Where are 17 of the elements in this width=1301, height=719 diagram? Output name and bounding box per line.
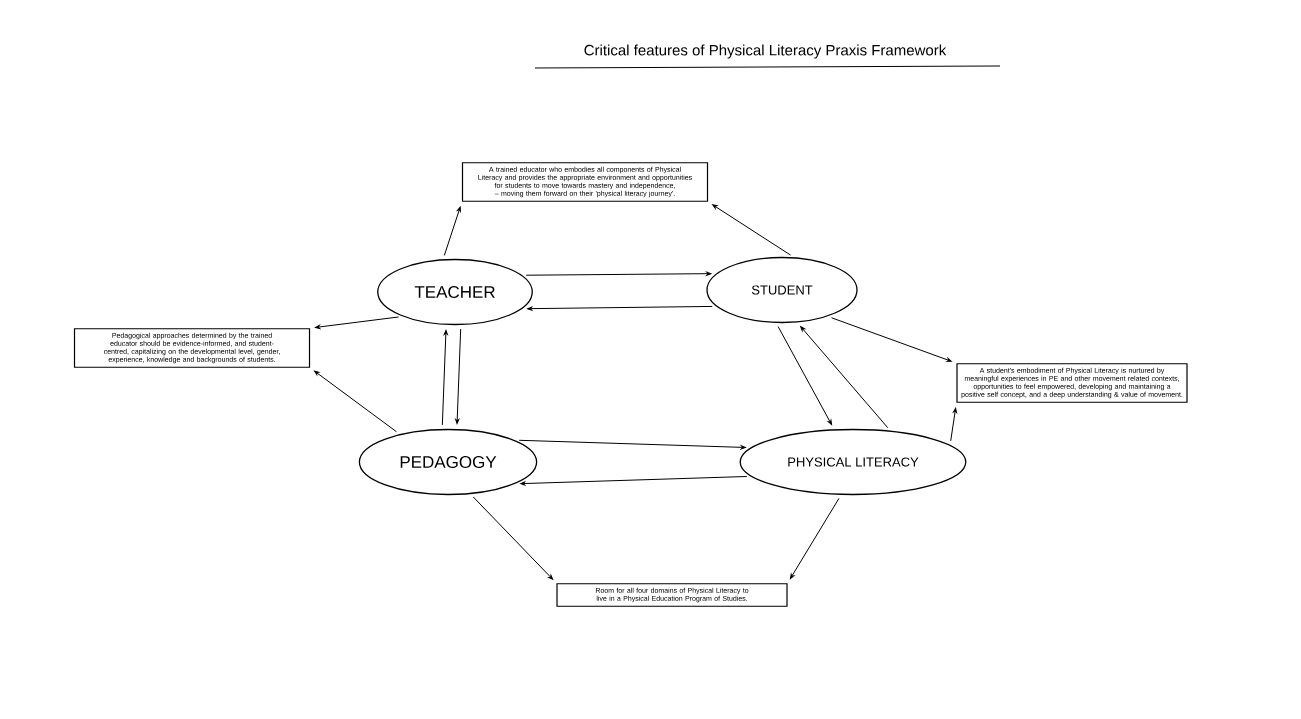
- arrow: [315, 316, 400, 329]
- arrow: [950, 407, 957, 442]
- arrow: [518, 439, 746, 450]
- arrow: [443, 206, 461, 256]
- arrow: [520, 476, 748, 486]
- arrow: [472, 496, 554, 580]
- arrow: [525, 271, 712, 276]
- arrow: [441, 329, 448, 426]
- arrow: [831, 317, 952, 362]
- arrow: [800, 326, 889, 429]
- arrow: [527, 305, 713, 311]
- arrow: [789, 497, 840, 579]
- arrow: [455, 328, 462, 425]
- arrow: [712, 204, 792, 256]
- arrow: [313, 370, 397, 433]
- title: Critical features of Physical Literacy Praxis Framework: [584, 44, 947, 59]
- arrow: [777, 326, 833, 426]
